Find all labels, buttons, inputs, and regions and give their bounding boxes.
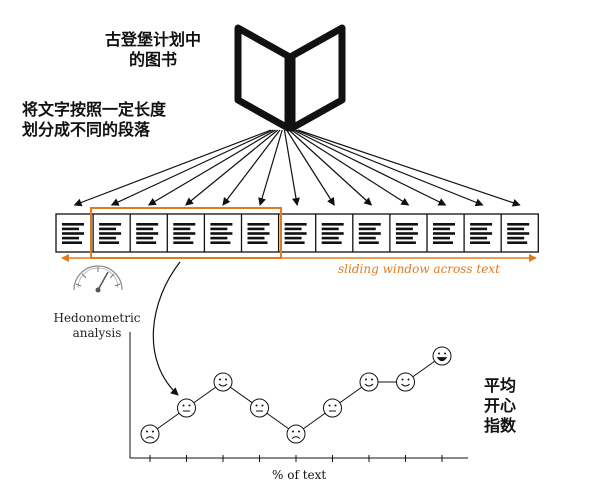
book-title-line-1: 古登堡计划中 [104,30,201,49]
book-title-line-2: 的图书 [128,50,177,69]
split-arrow [147,129,276,206]
y-axis-label-line-2: 开心 [484,396,517,415]
face-neutral-icon [177,398,196,418]
x-axis-label: % of text [272,468,327,482]
face-sad-icon [140,424,160,444]
text-segment [321,223,344,244]
split-arrow [288,129,373,206]
text-segment [136,223,159,244]
split-arrow [290,129,410,206]
hedonometric-label-line-2: analysis [72,326,122,340]
split-description-line-2: 划分成不同的段落 [22,120,151,139]
text-segment [433,223,455,244]
hedonometric-label-line-1: Hedonometric [53,311,141,325]
split-arrow [110,129,274,206]
text-segment [247,223,270,244]
split-arrow [295,129,484,207]
text-segment [284,223,307,244]
text-segment [470,223,493,244]
face-happy-icon [359,372,379,392]
split-arrow [297,129,521,207]
face-sad-icon [286,424,306,444]
split-description-line-1: 将文字按照一定长度 [22,100,167,119]
face-neutral-icon [250,398,269,418]
split-arrow [258,129,283,206]
book-title: 古登堡计划中 的图书 [88,30,218,70]
text-segment [173,223,196,244]
hedonometer-gauge-icon [73,265,123,293]
window-to-chart-arrow [152,261,181,396]
y-axis-label: 平均 开心 指数 [484,376,524,436]
split-arrow [73,129,272,207]
x-axis-ticks [149,455,443,462]
face-happy-icon [396,372,415,392]
split-arrow [283,129,300,206]
face-markers [140,346,452,444]
text-segment [358,223,381,244]
split-arrows [73,129,521,207]
text-segment [62,223,84,244]
hedonometric-label: Hedonometric analysis [42,311,152,341]
split-description: 将文字按照一定长度 划分成不同的段落 [22,100,212,140]
y-axis-label-line-1: 平均 [484,376,517,395]
series-line [149,355,443,435]
split-arrow [185,129,279,206]
face-happy-icon [213,372,233,392]
face-neutral-icon [323,398,342,418]
split-arrow [286,129,335,206]
split-arrow [222,129,281,206]
text-segment [395,223,418,244]
text-segment [507,223,530,244]
text-segment [99,223,122,244]
text-segment [210,223,233,244]
split-arrow [293,129,447,206]
sliding-window-label: sliding window across text [338,262,500,276]
y-axis-label-line-3: 指数 [484,416,517,435]
book-icon [234,24,346,132]
segment-strip [55,213,539,253]
face-very-happy-icon [432,346,452,366]
